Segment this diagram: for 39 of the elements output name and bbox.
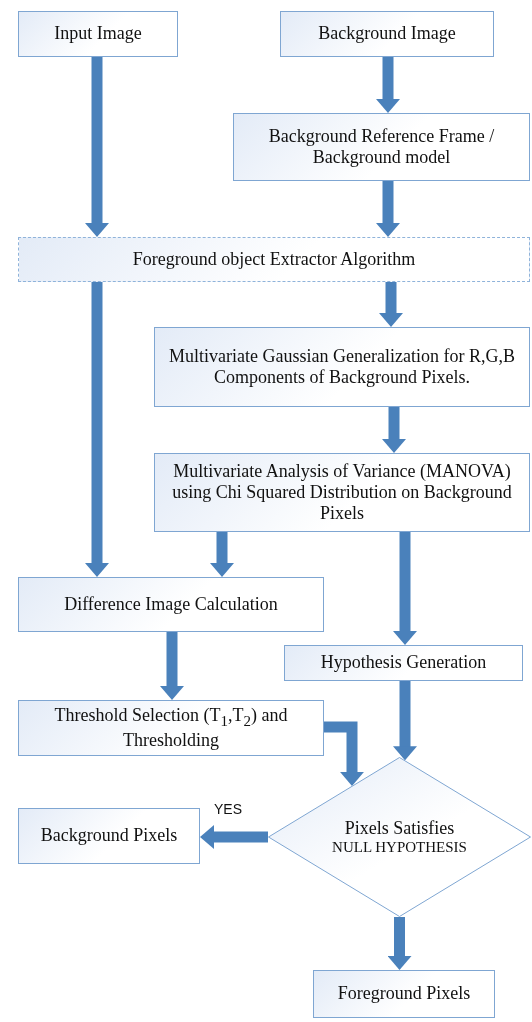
- arrow: [376, 181, 400, 237]
- arrow: [324, 721, 364, 786]
- arrow: [379, 282, 403, 327]
- arrow: [210, 532, 234, 577]
- process-box: [284, 645, 523, 681]
- node-text: Background Image: [317, 23, 457, 45]
- node-text: Multivariate Analysis of Variance (MANOVA) using Chi Squared Distribution on Background Pixels: [171, 460, 513, 525]
- process-box: [233, 113, 530, 181]
- node-text: Threshold Selection (T$_{1}$,T$_{2}$) and Thresholding: [53, 704, 289, 752]
- node-text: Input Image: [53, 23, 143, 45]
- edge-label: YES: [212, 801, 244, 817]
- arrow: [393, 681, 417, 761]
- node-text: Foreground object Extractor Algorithm: [131, 248, 417, 271]
- decision-diamond: [268, 757, 531, 917]
- process-box: [154, 327, 530, 407]
- arrow: [387, 917, 412, 970]
- process-box: [18, 11, 178, 57]
- process-box: [18, 237, 530, 282]
- node-text: Multivariate Gaussian Generalization for R,G,B Components of Background Pixels.: [168, 345, 516, 389]
- node-text: Foreground Pixels: [336, 983, 472, 1005]
- arrow: [393, 532, 417, 645]
- arrow: [382, 407, 406, 453]
- node-text: Difference Image Calculation: [63, 593, 279, 616]
- process-box: [18, 577, 324, 632]
- node-text: Background Reference Frame / Background model: [267, 125, 496, 169]
- process-box: [18, 700, 324, 756]
- process-box: [280, 11, 494, 57]
- arrow: [160, 632, 184, 700]
- arrow: [200, 825, 268, 849]
- arrow: [85, 282, 109, 577]
- arrow: [85, 57, 109, 237]
- node-text: Pixels Satisfies: [343, 817, 456, 839]
- arrow: [376, 57, 400, 113]
- node-text: Hypothesis Generation: [319, 652, 488, 674]
- process-box: [154, 453, 530, 532]
- process-box: [313, 970, 495, 1018]
- node-text: Background Pixels: [39, 825, 179, 847]
- condition-text: NULL HYPOTHESIS: [331, 838, 468, 857]
- process-box: [18, 808, 200, 864]
